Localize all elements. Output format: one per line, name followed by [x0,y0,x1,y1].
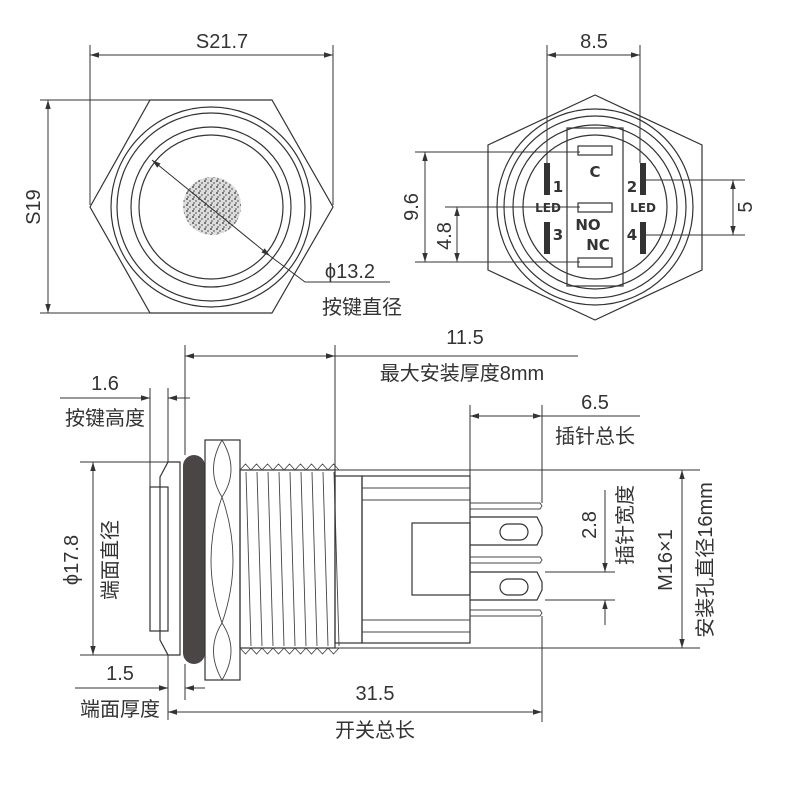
across-flats-value: S19 [23,189,45,225]
button-diameter-label: 按键直径 [322,296,402,319]
vertical-span-value: 9.6 [401,193,423,221]
button-height-value: 1.6 [91,373,119,395]
across-corners-value: S21.7 [196,31,248,53]
pin-width-label: 插针宽度 [614,485,637,565]
pin-spacing-value: 8.5 [580,31,608,53]
led-pin-upper [470,502,543,510]
led-pin-2 [640,163,646,195]
led-pin-4 [640,222,646,254]
threaded-body [239,469,336,649]
nut-facets [210,439,234,681]
button-diameter-arrow [151,159,271,257]
total-length-label: 开关总长 [335,719,415,742]
bezel-face [159,461,181,656]
led-pin-1 [544,163,550,195]
terminal-tab-upper [470,516,543,546]
pin-label-2: 2 [627,178,637,196]
pin-label-nc: NC [586,236,610,254]
max-mount-thickness: 最大安装厚度8mm [380,362,544,385]
button-led-dot [183,177,241,235]
face-diameter-value: ϕ17.8 [61,535,83,585]
pin-slot-c [577,145,613,156]
front-view: ϕ13.2 按键直径 S21.7 S19 [23,31,402,319]
button-cap [149,486,169,632]
half-span-value: 4.8 [434,222,456,250]
housing-flange [334,475,363,644]
terminal-hole-lower [499,578,529,596]
pin-label-led-left: LED [535,201,561,215]
hex-nut-side [204,439,241,681]
thread-length-value: 11.5 [446,327,483,349]
face-thickness-label: 端面厚度 [80,698,160,721]
o-ring [183,455,205,664]
button-height-label: 按键高度 [65,407,145,430]
rear-hex-nut [487,94,703,321]
button-diameter-leader [269,255,390,283]
total-length-value: 31.5 [356,683,395,705]
pin-length-label: 插针总长 [555,425,635,448]
thread-lines [239,463,340,655]
thread-spec: M16×1 [655,529,677,591]
side-view: 11.5 最大安装厚度8mm 1.6 按键高度 6.5 插针总长 ϕ17.8 端… [60,327,717,742]
led-pin-mid [470,556,543,564]
switch-body [361,475,471,644]
pin-slot-nc [577,257,613,268]
button-diameter-value: ϕ13.2 [325,261,375,283]
terminal-tab-lower [470,571,543,601]
pin-width-value: 2.8 [579,511,601,539]
pin-label-led-right: LED [630,201,656,215]
front-ring-outer [110,106,312,308]
body-window [411,522,471,596]
front-ring [116,112,306,302]
face-thickness-value: 1.5 [106,663,134,685]
pin-label-no: NO [575,216,600,234]
led-pin-lower [470,609,543,617]
pin-label-1: 1 [553,178,563,196]
terminal-hole-upper [499,523,529,541]
rear-view: C 1 2 LED LED 3 NO NC 4 8.5 9.6 4.8 5 [401,31,757,321]
front-ring-inner [138,134,284,280]
hole-diameter-label: 安装孔直径16mm [694,482,717,638]
pin-slot-no [577,202,613,213]
pin-label-3: 3 [553,226,563,244]
front-ring-bezel [130,126,292,288]
led-pin-3 [544,222,550,254]
pin-label-4: 4 [627,226,637,244]
pin-label-c: C [589,163,600,181]
face-diameter-label: 端面直径 [99,520,122,600]
led-spacing-value: 5 [735,201,757,212]
pin-length-value: 6.5 [581,392,609,414]
